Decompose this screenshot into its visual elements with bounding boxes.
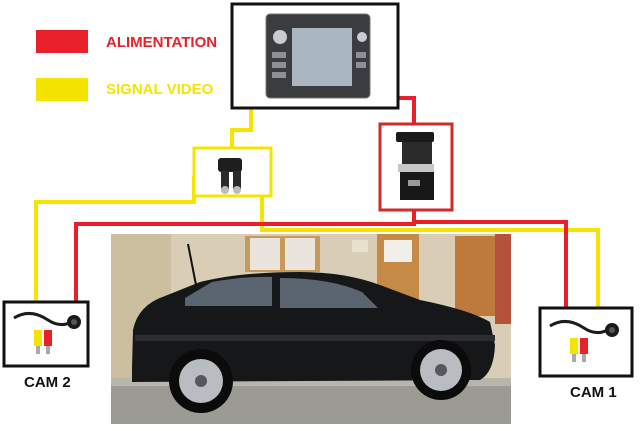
video-wire-head-to-splitter	[230, 108, 253, 148]
camera-icon	[549, 320, 619, 362]
head-unit	[230, 2, 400, 110]
rca-splitter-icon	[218, 158, 242, 194]
power-wires	[74, 96, 568, 308]
legend-swatch-video	[36, 78, 88, 101]
legend-label-power: ALIMENTATION	[106, 34, 217, 51]
camera-left	[2, 300, 90, 368]
legend-label-video: SIGNAL VIDEO	[106, 81, 214, 98]
camera-right	[538, 306, 634, 378]
cam-left-label: CAM 2	[24, 374, 71, 391]
cam-right-label: CAM 1	[570, 384, 617, 401]
legend-swatch-power	[36, 30, 88, 53]
switch	[378, 122, 454, 212]
rca-splitter	[192, 146, 273, 198]
car-stereo-icon	[265, 13, 371, 99]
camera-icon	[13, 312, 81, 354]
power-wire-switch-to-cam2	[74, 216, 416, 302]
car-photo	[111, 234, 511, 424]
rotary-switch-icon	[396, 132, 434, 200]
video-wire-splitter-to-cam1	[260, 196, 600, 308]
power-wire-head-to-switch	[398, 96, 416, 124]
